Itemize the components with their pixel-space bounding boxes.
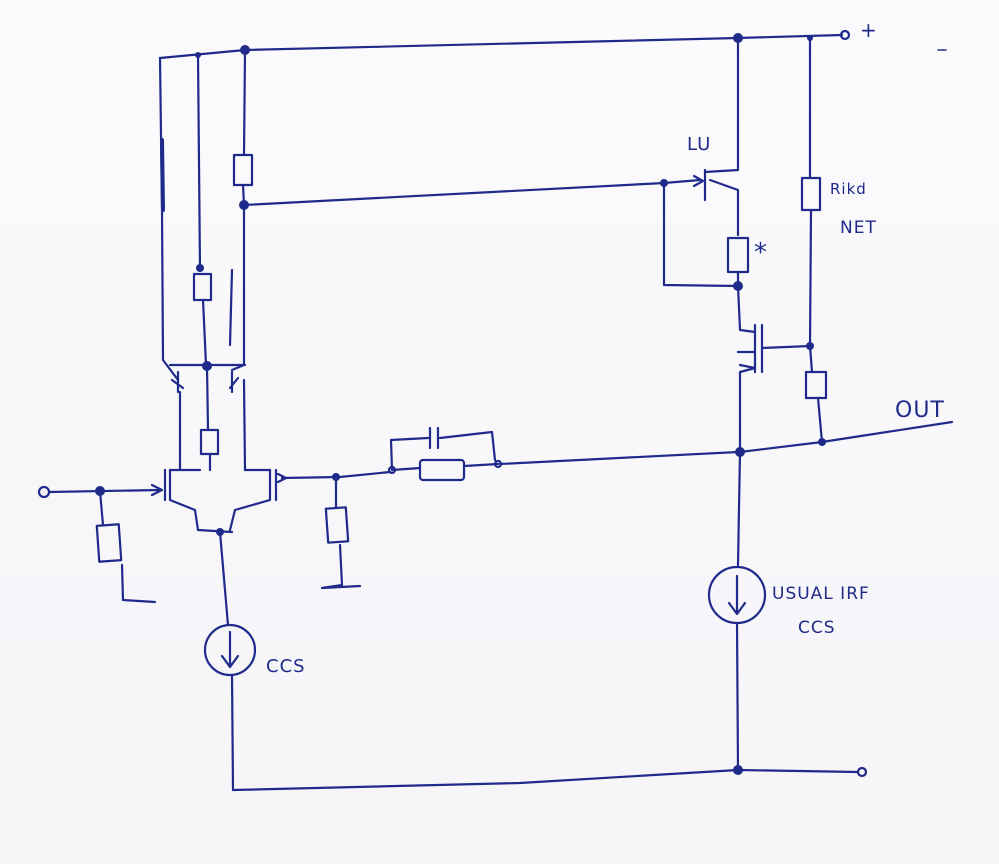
gate-drive-wire (242, 178, 702, 207)
resistor-star (726, 236, 750, 274)
ccs-left-arrow (220, 630, 240, 669)
positive-terminal (839, 29, 851, 41)
rikd-label: Rikd (830, 180, 867, 198)
resistor-rc (418, 458, 466, 482)
net-label: NET (840, 218, 877, 238)
output-wire (738, 420, 954, 454)
second-vertical-wire (196, 53, 202, 272)
resistor-top-center (232, 153, 254, 187)
left-vertical-thick (160, 138, 165, 212)
ccs-right-arrow (727, 574, 747, 616)
ccs-left-label: CCS (266, 656, 306, 677)
usual-irf-label: USUAL IRF (772, 584, 870, 604)
left-vertical-wire (158, 56, 180, 382)
resistor-out (804, 370, 828, 400)
positive-rail (158, 33, 844, 60)
plus-label: + (860, 18, 878, 42)
star-label: * (754, 238, 768, 268)
capacitor (428, 426, 440, 450)
resistor-feedback (324, 506, 350, 544)
resistor-mirror (199, 428, 220, 456)
resistor-input (95, 523, 123, 563)
lu-label: LU (687, 134, 712, 155)
ccs-left-circle (203, 623, 257, 677)
ccs-right-label: CCS (798, 618, 836, 638)
resistor-rikd (800, 176, 822, 212)
negative-terminal (856, 766, 868, 778)
input-terminal (37, 485, 51, 499)
resistor-r-left (192, 272, 213, 302)
out-label: OUT (895, 398, 945, 423)
